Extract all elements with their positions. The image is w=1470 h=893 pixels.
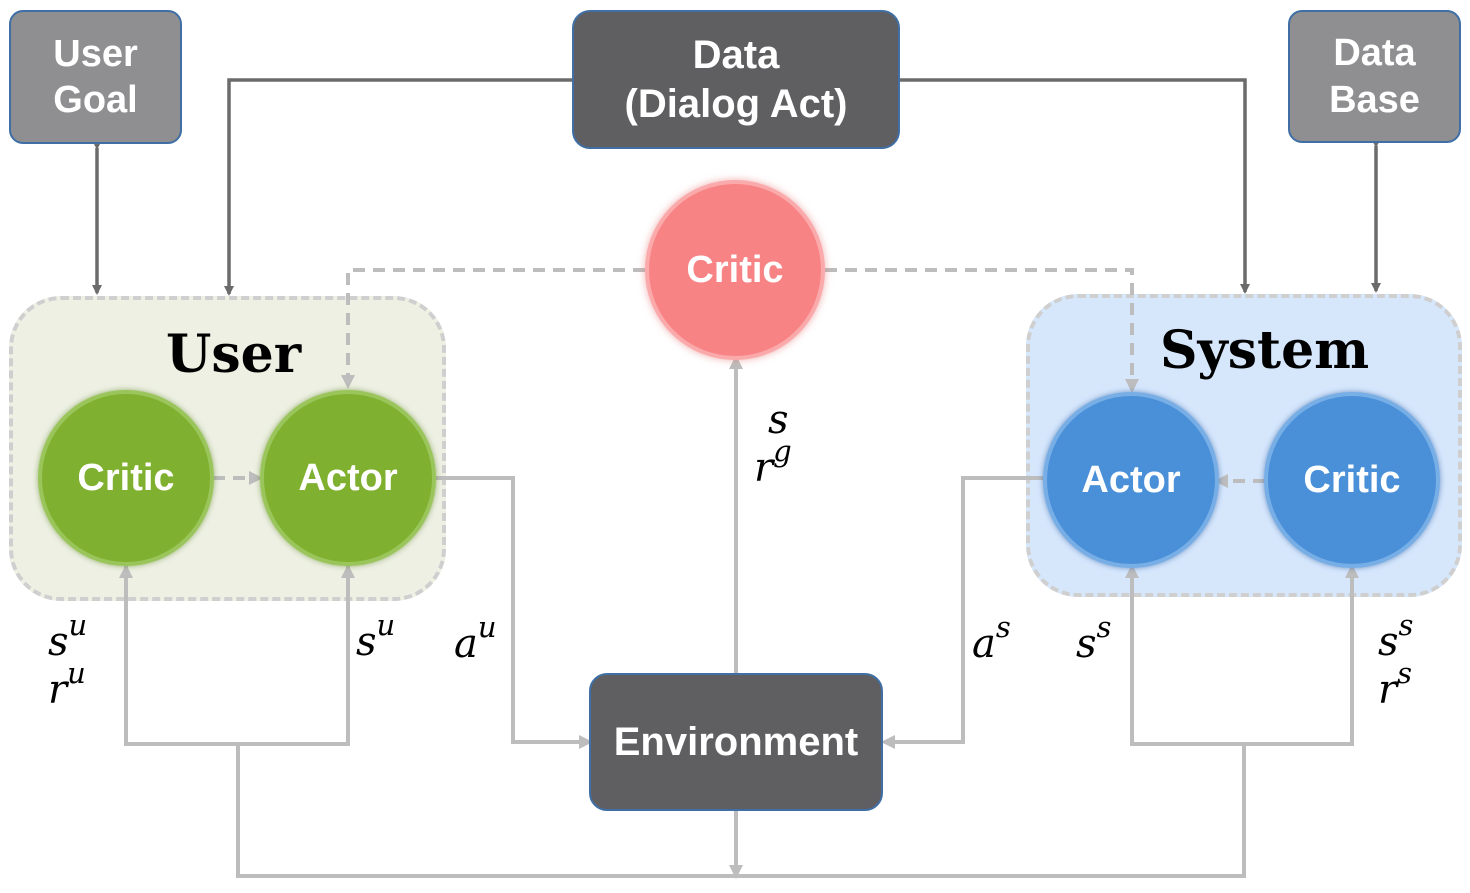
user-actor-feedback-label: su [356,610,395,665]
ru-sup: u [67,655,86,690]
system-actor-node: Actor [1043,392,1219,568]
system-actor-label: Actor [1081,458,1181,501]
system-feedback-branch [1130,565,1354,746]
su-sup: u [68,607,88,642]
data-base-line2: Base [1329,78,1420,121]
bottom-feedback-line [236,744,1246,878]
data-to-user-arrow [224,78,573,296]
rs-base: r [1378,667,1398,713]
s-base: s [768,397,789,443]
system-critic-label: Critic [1303,458,1401,501]
environment-label: Environment [613,719,859,764]
su-base: s [48,619,69,665]
user-critic-node: Critic [38,390,214,566]
critic-to-user-actor [341,268,645,389]
user-actor-node: Actor [260,390,436,566]
rs-sup: s [1397,655,1413,690]
user-goal-line1: User [53,32,138,75]
user-actor-feedback-head [341,564,355,578]
rg-sup: g [773,433,792,468]
user-critic-feedback-label: su ru [48,610,87,713]
critic-to-system-actor [825,268,1139,393]
global-critic-node: Critic [645,180,825,360]
global-critic-label: Critic [686,248,784,291]
as-sup: s [995,609,1011,644]
user-goal-box: User Goal [9,10,182,144]
system-critic-feedback-label: ss rs [1378,610,1413,713]
ss-left-sup: s [1096,609,1112,644]
system-actor-feedback-head [1125,564,1139,578]
ru-base: r [48,667,68,713]
user-panel-title: User [166,324,302,385]
user-critic-feedback-head [119,564,133,578]
environment-box: Environment [589,673,883,811]
system-critic-feedback-head [1345,564,1359,578]
user-critic-label: Critic [77,456,175,499]
rg-base: r [754,445,774,491]
ss-left-base: s [1076,621,1097,667]
data-to-system-arrow [899,78,1250,294]
su-right-base: s [356,619,377,665]
data-base-line1: Data [1333,32,1416,75]
system-action-label: as [972,612,1011,667]
au-sup: u [477,609,497,644]
system-action-to-env [881,476,1043,749]
system-critic-node: Critic [1264,392,1440,568]
as-base: a [972,621,996,667]
global-critic-input-label: s rg [754,400,792,488]
system-panel-title: System [1160,320,1370,381]
user-actor-label: Actor [298,456,398,499]
ss-right-sup: s [1398,607,1414,642]
data-base-box: Data Base [1288,10,1461,143]
system-actor-feedback-label: ss [1076,612,1111,667]
data-dialog-act-box: Data (Dialog Act) [572,10,900,149]
data-box-line2: (Dialog Act) [624,81,848,126]
au-base: a [454,621,478,667]
data-box-line1: Data [692,32,780,77]
user-feedback-branch [124,565,350,746]
ss-right-base: s [1378,619,1399,665]
user-goal-line2: Goal [53,79,138,121]
user-action-label: au [454,612,497,667]
user-action-to-env [435,476,593,749]
su-right-sup: u [376,607,396,642]
